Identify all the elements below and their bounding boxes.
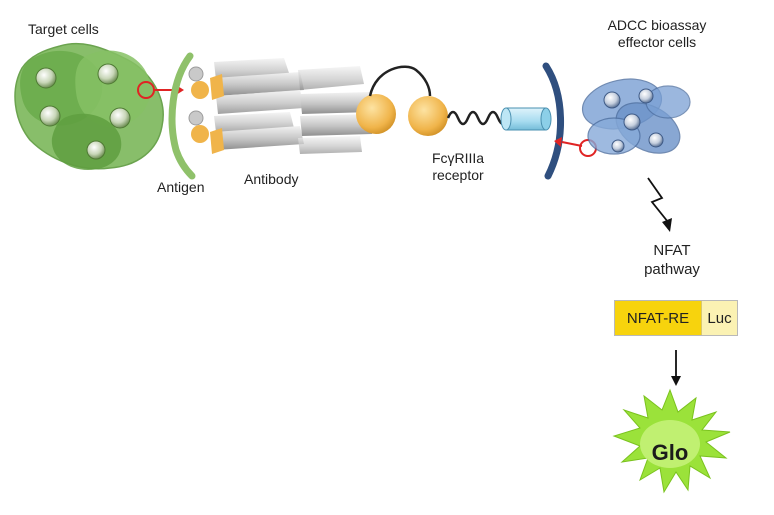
target-cells-cluster — [14, 42, 164, 170]
effector-nucleus — [603, 91, 621, 109]
antigen-membrane — [168, 52, 196, 180]
effector-membrane — [542, 62, 565, 180]
pathway-label-line1: NFAT — [653, 242, 691, 259]
target-nucleus — [39, 105, 61, 127]
receptor-linker — [446, 110, 510, 126]
target-nucleus — [86, 140, 106, 160]
fc-domain — [408, 96, 448, 136]
glo-signal-label: Glo — [651, 440, 689, 465]
effector-cells-cluster — [581, 78, 691, 155]
antigen-molecules — [188, 66, 209, 143]
nfat-pathway-label: NFAT pathway — [622, 241, 722, 279]
reporter-gene-box: Luc — [701, 301, 737, 335]
reporter-element-box: NFAT-RE — [615, 301, 701, 335]
effector-nucleus — [611, 139, 625, 153]
effector-label-line1: ADCC bioassay — [607, 17, 707, 33]
signaling-arrowhead — [662, 218, 672, 232]
target-nucleus — [97, 63, 119, 85]
fc-linker — [368, 65, 432, 97]
antigen-label: Antigen — [157, 179, 205, 195]
reporter-arrowhead — [671, 376, 681, 386]
glo-core — [640, 420, 700, 468]
target-nucleus — [109, 107, 131, 129]
antibody — [210, 58, 372, 154]
antibody-label: Antibody — [244, 171, 299, 187]
effector-nucleus — [623, 113, 641, 131]
effector-cells-label: ADCC bioassay effector cells — [592, 17, 722, 51]
effector-nucleus — [638, 88, 654, 104]
receptor-tube — [500, 107, 552, 131]
receptor-label-line1: FcγRIIIa — [431, 150, 485, 166]
receptor-label-line2: receptor — [432, 167, 484, 183]
reporter-construct: NFAT-RE Luc — [614, 300, 738, 336]
pathway-label-line2: pathway — [644, 261, 700, 278]
fc-domain — [356, 94, 396, 134]
effector-label-line2: effector cells — [617, 34, 697, 50]
target-nucleus — [35, 67, 57, 89]
signaling-arrow — [647, 177, 669, 223]
effector-zoom-arrowhead — [554, 137, 562, 147]
effector-zoom-arrow — [561, 141, 583, 147]
effector-nucleus — [648, 132, 664, 148]
target-cells-label: Target cells — [28, 21, 99, 37]
receptor-label: FcγRIIIa receptor — [410, 150, 506, 184]
